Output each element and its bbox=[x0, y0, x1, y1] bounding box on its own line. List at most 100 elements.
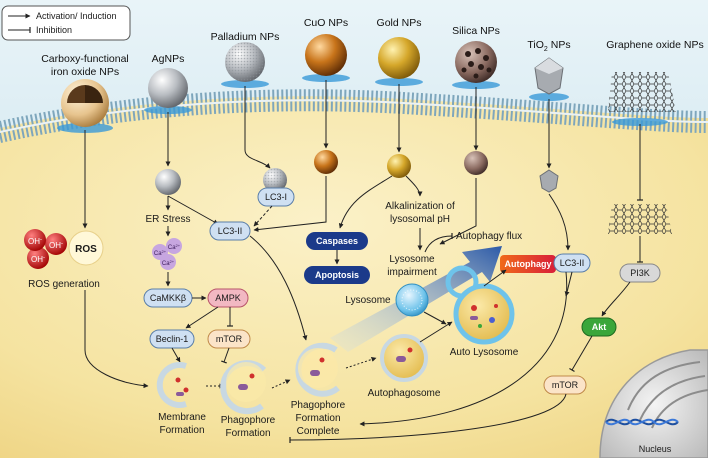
beclin-label: Beclin-1 bbox=[156, 334, 189, 344]
palladium-label: Palladium NPs bbox=[211, 31, 280, 43]
autophagy-badge: Autophagy bbox=[500, 255, 556, 273]
nucleus-label: Nucleus bbox=[639, 444, 672, 454]
ros-node: ROS bbox=[68, 230, 104, 266]
legend-inhibition: Inhibition bbox=[36, 25, 72, 35]
ca-2-sup: 2+ bbox=[176, 243, 181, 248]
oh-1: OH- bbox=[28, 237, 42, 246]
internal-graphene bbox=[608, 204, 672, 234]
lc3-i-pill: LC3-I bbox=[257, 187, 295, 207]
autophagy-flux-label: Autophagy flux bbox=[456, 231, 522, 242]
phagophore-formation-label-1: Phagophore bbox=[221, 415, 276, 426]
internal-gold-np bbox=[387, 154, 411, 178]
nucleus: Nucleus bbox=[599, 349, 708, 458]
caspases-pill: Caspases bbox=[306, 232, 368, 250]
akt-label: Akt bbox=[592, 322, 607, 332]
ca-1-sup: 2+ bbox=[162, 249, 167, 254]
palladium-np: Palladium NPs bbox=[211, 31, 280, 88]
iron-oxide-np: Carboxy-functional iron oxide NPs bbox=[41, 53, 129, 133]
ros-generation-label: ROS generation bbox=[28, 279, 100, 290]
phagophore-complete-stage bbox=[295, 342, 340, 397]
autophagosome bbox=[380, 334, 428, 382]
autophagy-label: Autophagy bbox=[505, 259, 552, 269]
phagophore-complete-label-2: Formation bbox=[295, 413, 340, 424]
oh-2: OH- bbox=[49, 241, 63, 250]
camkk-label: CaMKKβ bbox=[150, 293, 186, 303]
mtor-pill-left: mTOR bbox=[207, 329, 251, 349]
lysosome-impairment-2: impairment bbox=[387, 267, 437, 278]
tio2-main: TiO bbox=[527, 39, 544, 51]
ca-1-text: Ca bbox=[154, 251, 162, 257]
apoptosis-label: Apoptosis bbox=[315, 270, 359, 280]
mtor-left-label: mTOR bbox=[216, 334, 243, 344]
membrane-formation-stage bbox=[156, 362, 189, 408]
beclin-pill: Beclin-1 bbox=[149, 329, 195, 349]
auto-lysosome-label: Auto Lysosome bbox=[450, 347, 519, 358]
lc3-i-label: LC3-I bbox=[265, 192, 287, 202]
calcium-cluster: Ca2+ Ca2+ Ca2+ bbox=[152, 238, 182, 270]
pi3k-pill: PI3K bbox=[619, 263, 661, 283]
internal-tio2-np bbox=[539, 169, 559, 193]
ca-1: Ca2+ bbox=[154, 249, 167, 257]
membrane-formation-label-1: Membrane bbox=[158, 412, 206, 423]
graphene-label: Graphene oxide NPs bbox=[606, 39, 703, 51]
auto-lysosome bbox=[445, 265, 515, 345]
ros-cluster: OH- OH- OH- bbox=[24, 229, 67, 269]
oh-3: OH- bbox=[31, 255, 45, 264]
oh-1-text: OH bbox=[28, 237, 40, 246]
oh-3-text: OH bbox=[31, 255, 43, 264]
gold-np: Gold NPs bbox=[375, 17, 423, 86]
tio2-np: TiO2 NPs bbox=[527, 39, 571, 101]
phagophore-formation-stage bbox=[220, 360, 267, 415]
lc3-ii-left-pill: LC3-II bbox=[209, 221, 251, 241]
lc3-ii-right-label: LC3-II bbox=[560, 258, 585, 268]
legend-activation: Activation/ Induction bbox=[36, 11, 117, 21]
graphene-oxide-np: Graphene oxide NPs bbox=[606, 39, 704, 126]
akt-pill: Akt bbox=[581, 317, 617, 337]
pi3k-label: PI3K bbox=[630, 268, 650, 278]
ag-label: AgNPs bbox=[152, 53, 185, 65]
mtor-right-label: mTOR bbox=[552, 380, 579, 390]
lysosome-label: Lysosome bbox=[345, 295, 391, 306]
iron-oxide-label-2: iron oxide NPs bbox=[51, 66, 119, 78]
gold-label: Gold NPs bbox=[377, 17, 422, 29]
ros-label: ROS bbox=[75, 244, 97, 255]
cuo-label: CuO NPs bbox=[304, 17, 348, 29]
cuo-np: CuO NPs bbox=[302, 17, 350, 82]
lysosome-impairment-1: Lysosome bbox=[389, 254, 435, 265]
autophagosome-label: Autophagosome bbox=[368, 388, 441, 399]
lc3-ii-left-label: LC3-II bbox=[218, 226, 243, 236]
ca-3-text: Ca bbox=[162, 261, 170, 267]
ca-2: Ca2+ bbox=[168, 243, 181, 251]
oh-2-minus: - bbox=[61, 241, 63, 247]
tio2-label: TiO2 NPs bbox=[527, 39, 570, 53]
apoptosis-pill: Apoptosis bbox=[304, 266, 370, 284]
ag-np: AgNPs bbox=[144, 53, 192, 114]
legend: Activation/ Induction Inhibition bbox=[1, 5, 131, 41]
silica-np: Silica NPs bbox=[452, 25, 500, 89]
np-entry-arrows bbox=[82, 80, 643, 229]
mtor-pill-right: mTOR bbox=[543, 375, 587, 395]
phagophore-complete-label-1: Phagophore bbox=[291, 400, 346, 411]
ca-3: Ca2+ bbox=[162, 259, 175, 267]
oh-3-minus: - bbox=[43, 255, 45, 261]
oh-2-text: OH bbox=[49, 241, 61, 250]
ampk-label: AMPK bbox=[215, 293, 241, 303]
phagophore-formation-label-2: Formation bbox=[225, 428, 270, 439]
camkk-pill: CaMKKβ bbox=[143, 288, 193, 308]
lc3-ii-right-pill: LC3-II bbox=[553, 253, 591, 273]
oh-1-minus: - bbox=[40, 237, 42, 243]
silica-label: Silica NPs bbox=[452, 25, 500, 37]
er-stress-label: ER Stress bbox=[145, 214, 190, 225]
internal-silica-np bbox=[464, 151, 488, 175]
tio2-tail: NPs bbox=[548, 39, 571, 51]
tio2-sub: 2 bbox=[544, 46, 548, 53]
lysosome bbox=[395, 283, 429, 317]
membrane-formation-label-2: Formation bbox=[159, 425, 204, 436]
alkalinization-label-2: lysosomal pH bbox=[390, 214, 450, 225]
internal-ag-np bbox=[155, 169, 181, 195]
caspases-label: Caspases bbox=[316, 236, 358, 246]
internal-cuo-np bbox=[314, 150, 338, 174]
ca-2-text: Ca bbox=[168, 245, 176, 251]
